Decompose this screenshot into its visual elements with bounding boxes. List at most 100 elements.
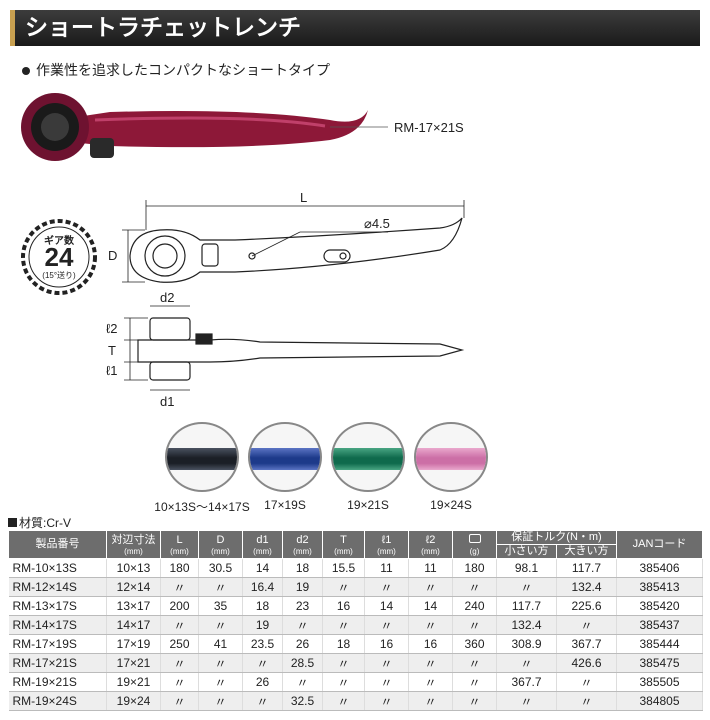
top-view-drawing	[129, 217, 463, 283]
swatch-label: 17×19S	[264, 498, 306, 512]
cell-d1: 26	[242, 672, 283, 692]
cell-size: 14×17	[106, 615, 161, 635]
col-header-torque-large: 大きい方	[556, 544, 617, 559]
cell-D: 30.5	[198, 558, 243, 578]
cell-size: 17×21	[106, 653, 161, 673]
cell-weight: 〃	[452, 577, 497, 597]
col-header-l2: ℓ2(mm)	[408, 530, 453, 559]
color-swatch-pink	[414, 422, 488, 492]
cell-model: RM-13×17S	[8, 596, 107, 616]
cell-d2: 26	[282, 634, 323, 654]
material-text: 材質:Cr-V	[19, 516, 71, 530]
cell-large: 117.7	[556, 558, 617, 578]
cell-D: 〃	[198, 615, 243, 635]
cell-L: 〃	[160, 672, 199, 692]
material-note: 材質:Cr-V	[8, 514, 71, 531]
cell-L: 200	[160, 596, 199, 616]
cell-size: 17×19	[106, 634, 161, 654]
cell-d1: 14	[242, 558, 283, 578]
cell-model: RM-12×14S	[8, 577, 107, 597]
cell-d1: 18	[242, 596, 283, 616]
cell-size: 19×21	[106, 672, 161, 692]
cell-d1: 〃	[242, 691, 283, 711]
cell-large: 〃	[556, 691, 617, 711]
cell-d1: 19	[242, 615, 283, 635]
cell-L: 〃	[160, 615, 199, 635]
cell-d1: 〃	[242, 653, 283, 673]
cell-model: RM-17×21S	[8, 653, 107, 673]
cell-large: 〃	[556, 615, 617, 635]
cell-weight: 〃	[452, 653, 497, 673]
cell-l2: 〃	[408, 577, 453, 597]
dim-l1-label: ℓ1	[106, 363, 118, 378]
col-header-d2: d2(mm)	[282, 530, 323, 559]
feature-line: 作業性を追求したコンパクトなショートタイプ	[22, 60, 330, 80]
col-header-jan: JANコード	[616, 530, 703, 559]
gear-count-value: 24	[44, 242, 74, 272]
cell-T: 16	[322, 596, 365, 616]
gear-step-label: (15°送り)	[42, 271, 76, 280]
cell-d1: 16.4	[242, 577, 283, 597]
dim-t-label: T	[108, 343, 116, 358]
swatch-label: 19×24S	[430, 498, 472, 512]
cell-model: RM-17×19S	[8, 634, 107, 654]
cell-model: RM-14×17S	[8, 615, 107, 635]
cell-large: 225.6	[556, 596, 617, 616]
cell-large: 〃	[556, 672, 617, 692]
dim-d2-label: d2	[160, 290, 175, 305]
cell-d2: 28.5	[282, 653, 323, 673]
dim-d1-label: d1	[160, 394, 175, 409]
cell-model: RM-19×21S	[8, 672, 107, 692]
cell-size: 12×14	[106, 577, 161, 597]
cell-jan: 385444	[616, 634, 703, 654]
col-header-weight: (g)	[452, 530, 497, 559]
cell-D: 〃	[198, 672, 243, 692]
cell-weight: 〃	[452, 672, 497, 692]
dim-diameter-label: D	[108, 248, 118, 263]
cell-l1: 〃	[364, 577, 409, 597]
cell-L: 250	[160, 634, 199, 654]
cell-weight: 180	[452, 558, 497, 578]
cell-small: 98.1	[496, 558, 557, 578]
cell-small: 〃	[496, 577, 557, 597]
cell-T: 〃	[322, 577, 365, 597]
cell-jan: 385420	[616, 596, 703, 616]
cell-weight: 〃	[452, 615, 497, 635]
dim-l2-label: ℓ2	[106, 321, 118, 336]
spec-table: 製品番号 対辺寸法(mm) L(mm) D(mm) d1(mm) d2(mm) …	[8, 530, 703, 711]
cell-d2: 〃	[282, 672, 323, 692]
cell-d2: 18	[282, 558, 323, 578]
cell-small: 〃	[496, 691, 557, 711]
cell-small: 132.4	[496, 615, 557, 635]
cell-weight: 〃	[452, 691, 497, 711]
cell-jan: 384805	[616, 691, 703, 711]
cell-D: 〃	[198, 577, 243, 597]
cell-T: 〃	[322, 653, 365, 673]
cell-l1: 〃	[364, 615, 409, 635]
cell-jan: 385437	[616, 615, 703, 635]
cell-small: 117.7	[496, 596, 557, 616]
cell-T: 18	[322, 634, 365, 654]
cell-d2: 32.5	[282, 691, 323, 711]
page-title: ショートラチェットレンチ	[10, 10, 700, 46]
cell-L: 〃	[160, 691, 199, 711]
cell-D: 〃	[198, 691, 243, 711]
cell-D: 41	[198, 634, 243, 654]
cell-l1: 16	[364, 634, 409, 654]
cell-d2: 23	[282, 596, 323, 616]
color-swatch-green	[331, 422, 405, 492]
cell-l2: 〃	[408, 653, 453, 673]
cell-small: 308.9	[496, 634, 557, 654]
feature-text: 作業性を追求したコンパクトなショートタイプ	[36, 63, 330, 79]
cell-T: 〃	[322, 691, 365, 711]
cell-large: 426.6	[556, 653, 617, 673]
cell-d1: 23.5	[242, 634, 283, 654]
cell-l2: 〃	[408, 615, 453, 635]
cell-d2: 〃	[282, 615, 323, 635]
